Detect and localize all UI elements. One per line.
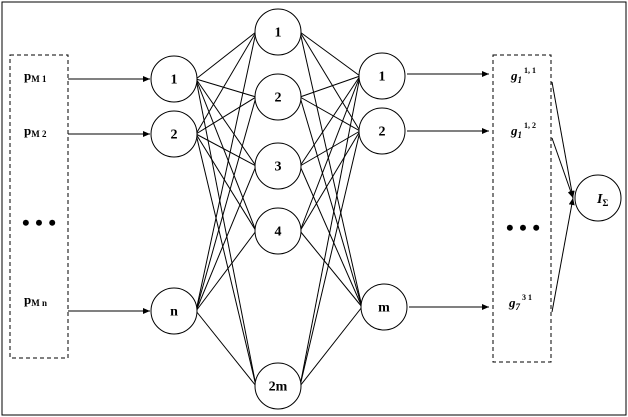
output-label-2: g11, 2: [510, 121, 536, 140]
edge-l1-1-l2-2: [195, 133, 257, 167]
layer1-node-1: [150, 55, 198, 103]
layer2-node-1-label: 1: [275, 26, 282, 41]
layer1-node-n: [150, 287, 198, 335]
final-node-label: IΣ: [596, 192, 608, 208]
edge-l2-0-l3-2: [299, 31, 363, 308]
input-box: [9, 54, 69, 359]
edge-l2-2-l3-0: [299, 75, 361, 167]
output-label-1: g11, 1: [510, 66, 536, 85]
layer3-node-m: [360, 283, 408, 331]
layer2-node-2m: [254, 362, 302, 410]
layer3-node-2: [358, 107, 406, 155]
output-label-n: g73 1: [508, 293, 532, 312]
layer2-node-3-label: 3: [275, 160, 282, 175]
edge-l1-1-l2-1: [195, 96, 257, 135]
output-box: [492, 54, 552, 363]
edge-l1-0-l2-2: [195, 78, 257, 167]
layer1-node-2: [150, 110, 198, 158]
input-label-1: pM 1: [24, 68, 47, 84]
layer2-node-1: [254, 8, 302, 56]
edge-l2-3-l3-2: [299, 230, 363, 308]
final-node: [574, 174, 622, 222]
layer3-node-2-label: 2: [379, 125, 386, 140]
converge-arrow-1: [551, 81, 575, 199]
layer1-node-n-label: n: [170, 305, 178, 320]
converge-arrow-3: [551, 197, 575, 313]
layer2-node-2-label: 2: [275, 91, 282, 106]
edge-l1-1-l2-0: [195, 31, 257, 135]
edge-l2-0-l3-1: [299, 31, 361, 132]
layer3-node-1: [358, 52, 406, 100]
edge-l2-2-l3-2: [299, 165, 363, 308]
edge-l1-1-l2-4: [195, 133, 257, 387]
edge-l1-2-l2-2: [195, 165, 257, 312]
layer2-node-2m-label: 2m: [269, 380, 288, 395]
edge-l1-1-l2-3: [195, 133, 257, 232]
converge-arrow-2: [551, 137, 574, 199]
input-ellipsis: • • •: [22, 210, 56, 235]
edge-l2-0-l3-0: [299, 31, 361, 77]
edge-l2-3-l3-1: [299, 130, 361, 232]
edge-l1-0-l2-4: [195, 78, 257, 387]
edge-l2-4-l3-1: [299, 130, 361, 387]
edge-l2-1-l3-2: [299, 96, 363, 308]
edge-l2-1-l3-0: [299, 75, 361, 98]
input-label-2: pM 2: [24, 123, 47, 139]
layer2-node-3: [254, 142, 302, 190]
layer1-node-2-label: 2: [171, 128, 178, 143]
output-ellipsis: • • •: [506, 215, 540, 240]
edge-l1-0-l2-0: [195, 31, 257, 80]
layer2-node-2: [254, 73, 302, 121]
layer3-node-1-label: 1: [379, 70, 386, 85]
edge-l2-2-l3-1: [299, 130, 361, 167]
edge-l1-0-l2-1: [195, 78, 257, 98]
edge-l2-4-l3-2: [299, 306, 363, 387]
edge-l1-2-l2-0: [195, 31, 257, 312]
edges: [195, 31, 363, 387]
layer3-node-m-label: m: [378, 301, 390, 316]
edge-l2-4-l3-0: [299, 75, 361, 387]
edge-l1-2-l2-3: [195, 230, 257, 312]
layer2-node-4-label: 4: [275, 225, 282, 240]
input-label-n: pM n: [24, 292, 47, 308]
edge-l1-2-l2-4: [195, 310, 257, 387]
edge-l1-0-l2-3: [195, 78, 257, 232]
arrows: [68, 71, 575, 314]
layer1-node-1-label: 1: [171, 73, 178, 88]
edge-l1-2-l2-1: [195, 96, 257, 312]
edge-l2-3-l3-0: [299, 75, 361, 232]
layer2-node-4: [254, 207, 302, 255]
